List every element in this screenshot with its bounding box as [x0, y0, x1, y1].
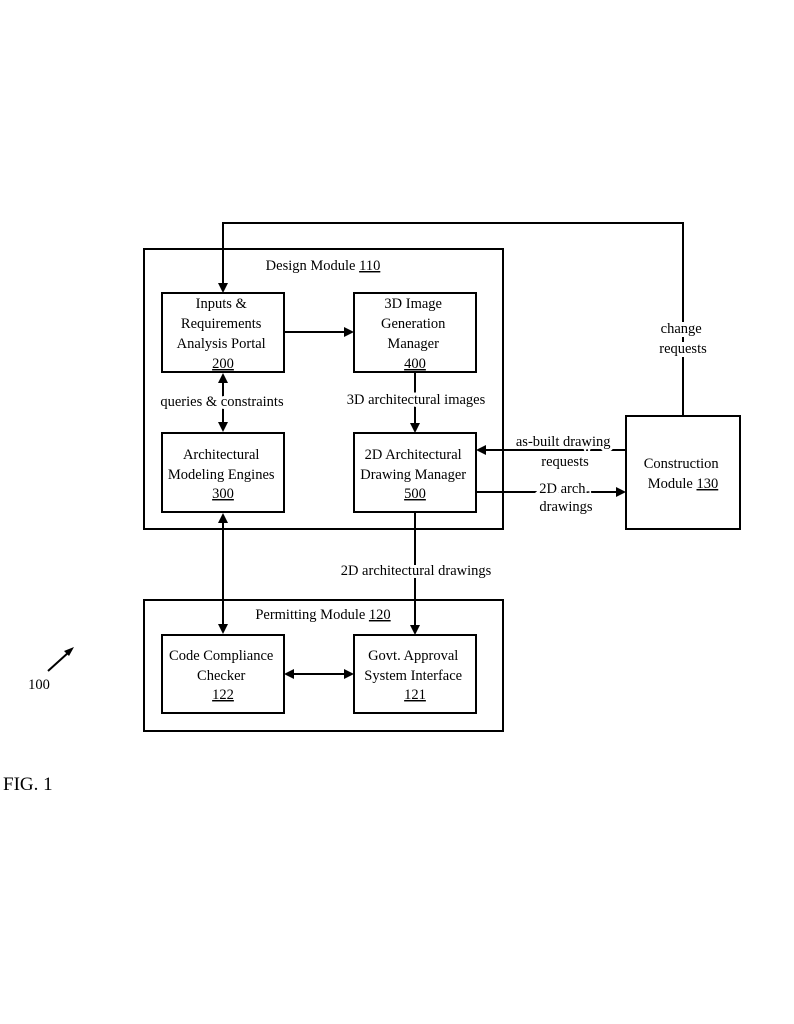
svg-text:2D Architectural Drawing: 2D Architectural Drawing Manager 500: [360, 447, 470, 502]
construction-module-label: Construction Module 130: [644, 456, 723, 492]
arrow-portal-modeling-engines: [218, 373, 228, 432]
design-module-border: [143, 248, 504, 530]
svg-text:Govt. Approval System In: Govt. Approval System Interface 121: [364, 648, 465, 703]
arrow-portal-to-image-manager: [284, 327, 354, 337]
arrow-drawing-manager-to-approval: [410, 512, 420, 635]
asbuilt-requests-label: as-built drawing requests: [516, 434, 614, 470]
construction-module: Construction Module 130: [625, 415, 741, 530]
arrow-image-to-drawing-manager: [410, 372, 420, 433]
compliance-checker-ref: 122: [212, 687, 234, 703]
arrow-construction-to-portal: [218, 222, 684, 416]
arrow-modeling-engines-compliance: [218, 513, 228, 634]
arrow-drawing-manager-to-construction: [476, 487, 626, 497]
modeling-engines-block: Architectural Modeling Engines 300: [161, 432, 285, 513]
compliance-checker-block: Code Compliance Checker 122: [161, 634, 285, 714]
arrow-construction-to-drawing-manager: [476, 445, 626, 455]
svg-text:Inputs & Requirements: Inputs & Requirements Analysis Portal 20…: [177, 296, 270, 372]
inputs-portal-block: Inputs & Requirements Analysis Portal 20…: [161, 292, 285, 373]
drawings-2d-label: 2D architectural drawings: [341, 563, 492, 579]
design-module: Design Module 110: [143, 248, 504, 530]
svg-text:Code Compliance Checker: Code Compliance Checker 122: [169, 648, 277, 703]
images-3d-label: 3D architectural images: [347, 392, 486, 408]
arch-2d-drawings-label: 2D arch. drawings: [539, 481, 593, 515]
svg-text:Architectural Modeling E: Architectural Modeling Engines 300: [168, 447, 278, 502]
figure-ref-pointer: [47, 647, 74, 672]
image-manager-block: 3D Image Generation Manager 400: [353, 292, 477, 373]
permitting-module-border: [143, 599, 504, 732]
drawing-manager-block: 2D Architectural Drawing Manager 500: [353, 432, 477, 513]
svg-text:3D Image Generation: 3D Image Generation Manager 400: [381, 296, 449, 372]
design-module-ref: 110: [359, 258, 380, 274]
design-module-title: Design Module 110: [266, 258, 381, 274]
image-manager-ref: 400: [404, 356, 426, 372]
permitting-module: Permitting Module 120: [143, 599, 504, 732]
figure-ref-number: 100: [28, 677, 50, 693]
arrow-compliance-approval: [284, 669, 354, 679]
drawing-manager-ref: 500: [404, 486, 426, 502]
permitting-module-title: Permitting Module 120: [255, 607, 390, 623]
permitting-module-ref: 120: [369, 607, 391, 623]
construction-module-ref: 130: [696, 476, 718, 492]
approval-interface-ref: 121: [404, 687, 426, 703]
figure-label: FIG. 1: [3, 774, 53, 795]
inputs-portal-ref: 200: [212, 356, 234, 372]
approval-interface-block: Govt. Approval System Interface 121: [353, 634, 477, 714]
modeling-engines-ref: 300: [212, 486, 234, 502]
queries-constraints-label: queries & constraints: [160, 394, 284, 410]
construction-module-border: [625, 415, 741, 530]
